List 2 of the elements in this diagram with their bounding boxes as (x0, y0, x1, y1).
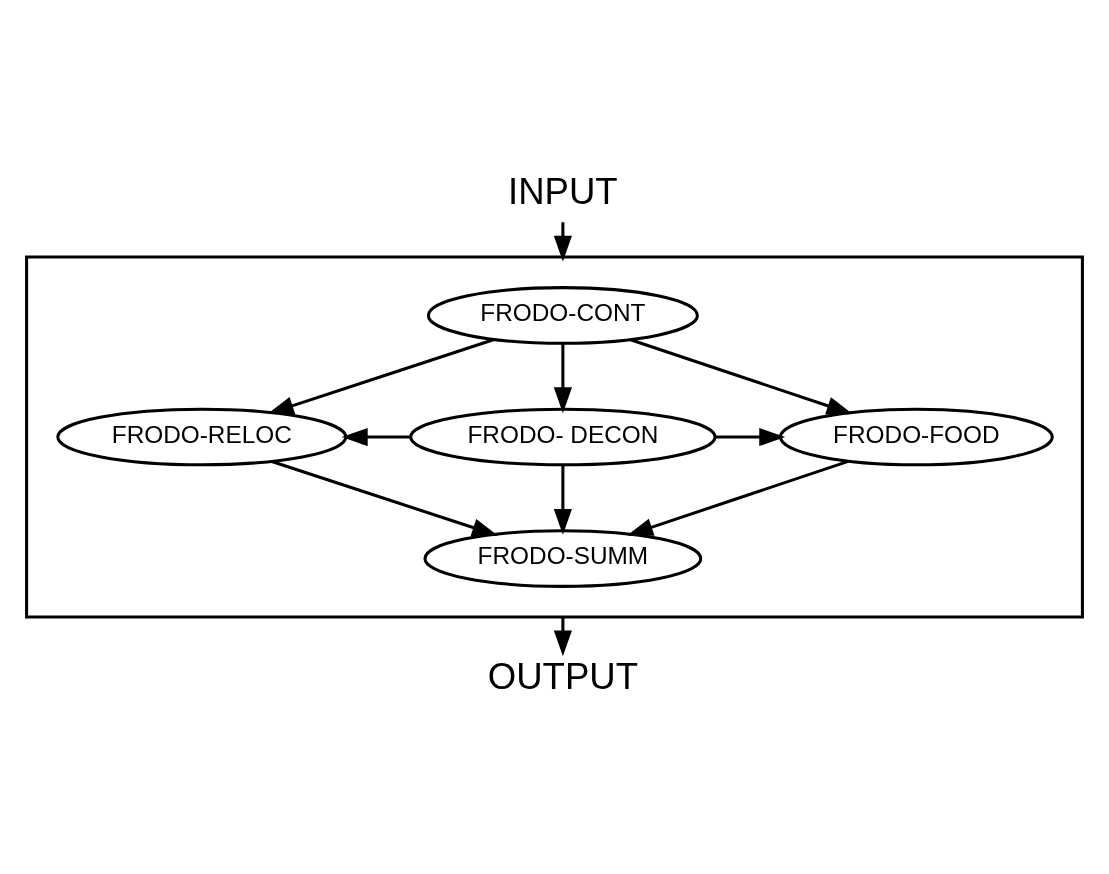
node-text: OUTPUT (487, 655, 638, 697)
node-text: INPUT (508, 170, 618, 212)
